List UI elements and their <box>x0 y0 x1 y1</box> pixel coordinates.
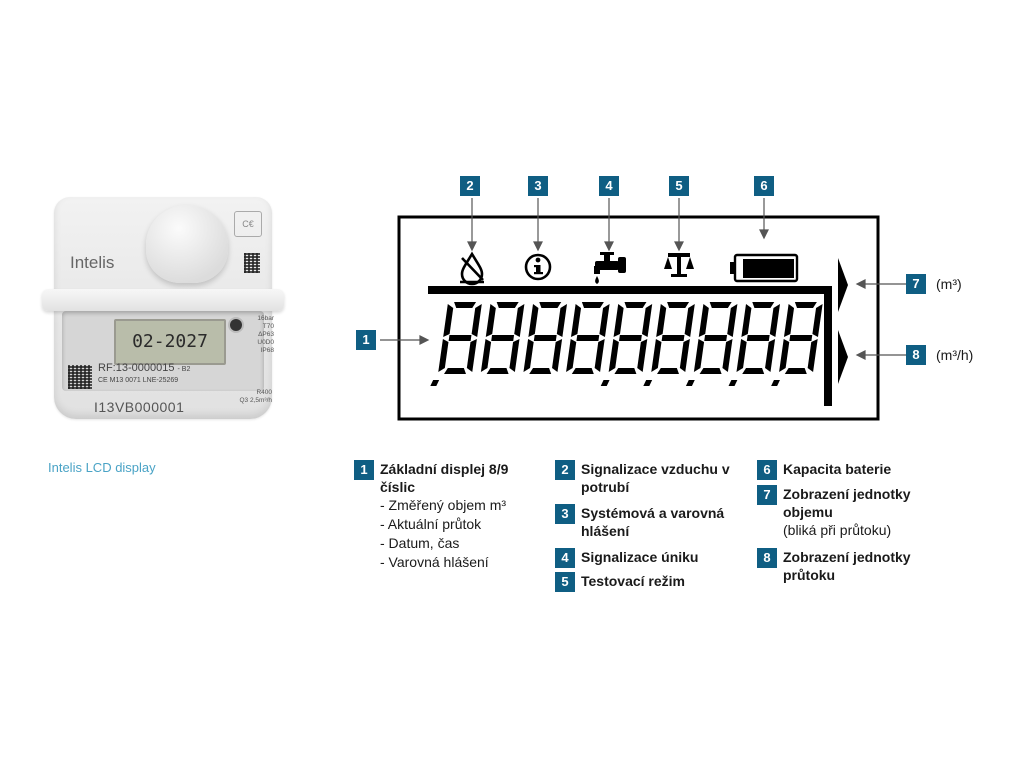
legend-title: Systémová a varovná hlášení <box>581 505 725 539</box>
legend-title: Signalizace vzduchu v potrubí <box>581 461 730 495</box>
callout-badge: 4 <box>599 176 619 196</box>
meter-lcd: 02-2027 <box>114 319 226 365</box>
legend-title: Kapacita baterie <box>783 461 892 477</box>
meter-brand: Intelis <box>70 253 115 272</box>
meter-photo: Intelis C€ 02-2027 16bar T70 ΔP63 U0D0 I… <box>42 197 284 422</box>
meter-rf: RF:13-0000015 - B2 <box>98 362 190 374</box>
qr-code-icon <box>68 365 92 389</box>
lcd-diagram <box>380 198 908 421</box>
legend-item-6: 6 Kapacita baterie <box>757 460 947 480</box>
decimal-point <box>643 380 653 386</box>
unit-flow-label: (m³/h) <box>936 347 974 363</box>
legend-sub: - Varovná hlášení <box>380 554 489 570</box>
meter-spec-bottom: R400 Q3 2,5m³/h <box>212 389 272 405</box>
legend-sub: - Aktuální průtok <box>380 516 482 532</box>
digit-segment-group <box>566 302 610 374</box>
legend-title: Zobrazení jednotky objemu <box>783 486 911 520</box>
ce-stamp-icon: C€ <box>234 211 262 237</box>
meter-serial: I13VB000001 <box>94 399 185 415</box>
decimal-point <box>685 380 695 386</box>
air-in-pipe-icon <box>460 251 484 286</box>
legend-item-3: 3 Systémová a varovná hlášení <box>555 504 745 544</box>
digit-segment-group <box>523 302 567 374</box>
rf-suffix: - B2 <box>177 366 191 373</box>
unit-volume-label: (m³) <box>936 276 962 292</box>
digit-segment-group <box>608 302 653 374</box>
spec-line: T70 <box>262 323 274 330</box>
legend-badge: 7 <box>757 485 777 505</box>
callout-badge: 2 <box>460 176 480 196</box>
spec-line: U0D0 <box>257 339 274 346</box>
digit-segment-group <box>651 302 695 374</box>
volume-unit-indicator <box>838 258 848 312</box>
callout-badge: 5 <box>669 176 689 196</box>
digit-segment-group <box>736 302 780 374</box>
battery-icon <box>730 253 799 283</box>
decimal-point <box>771 380 780 386</box>
digit-segment-group <box>480 302 525 374</box>
meter-band <box>42 289 284 311</box>
decimal-point <box>430 380 440 386</box>
digit-segment-group <box>693 302 738 374</box>
legend-badge: 3 <box>555 504 575 524</box>
decimal-point <box>728 380 738 386</box>
qr-code-icon <box>244 253 260 273</box>
spec-line: IP68 <box>260 347 274 354</box>
legend-title: Zobrazení jednotky průtoku <box>783 549 911 583</box>
leak-tap-icon <box>594 252 626 284</box>
callout-badge: 3 <box>528 176 548 196</box>
meter-specs: 16bar T70 ΔP63 U0D0 IP68 <box>244 315 274 355</box>
meter-cap <box>146 205 228 283</box>
callout-badge: 8 <box>906 345 926 365</box>
legend-item-7: 7 Zobrazení jednotky objemu (bliká při p… <box>757 485 947 543</box>
optical-sensor-icon <box>230 319 242 331</box>
legend-sub: - Datum, čas <box>380 535 460 551</box>
legend-badge: 1 <box>354 460 374 480</box>
spec-line: 16bar <box>257 315 274 322</box>
legend-title: Testovací režim <box>581 573 686 589</box>
legend-badge: 2 <box>555 460 575 480</box>
seven-segment-digits <box>430 302 823 386</box>
legend-item-4: 4 Signalizace úniku <box>555 548 745 568</box>
legend-title: Základní displej 8/9 číslic <box>380 461 509 495</box>
callout-badge: 7 <box>906 274 926 294</box>
decimal-point <box>600 380 610 386</box>
spec-line: R400 <box>256 389 272 396</box>
digit-segment-group <box>438 302 482 374</box>
callout-badge: 6 <box>754 176 774 196</box>
meter-ce-line: CE M13 0071 LNE-25269 <box>98 377 179 384</box>
legend-note: (bliká při průtoku) <box>783 522 892 538</box>
legend-sub: - Změřený objem m³ <box>380 497 507 513</box>
photo-caption: Intelis LCD display <box>48 460 156 475</box>
scale-test-icon <box>664 253 694 277</box>
rf-text: RF:13-0000015 <box>98 362 175 374</box>
legend-title: Signalizace úniku <box>581 549 699 565</box>
legend-item-8: 8 Zobrazení jednotky průtoku <box>757 548 947 588</box>
legend-badge: 4 <box>555 548 575 568</box>
spec-line: ΔP63 <box>258 331 274 338</box>
flow-unit-indicator <box>838 330 848 384</box>
legend-badge: 6 <box>757 460 777 480</box>
digit-segment-group <box>779 302 823 374</box>
legend-item-5: 5 Testovací režim <box>555 572 745 592</box>
legend-badge: 5 <box>555 572 575 592</box>
spec-line: Q3 2,5m³/h <box>239 397 272 404</box>
info-icon <box>524 253 552 281</box>
legend-badge: 8 <box>757 548 777 568</box>
legend-item-1: 1 Základní displej 8/9 číslic - Změřený … <box>354 460 544 590</box>
callout-badge: 1 <box>356 330 376 350</box>
legend-item-2: 2 Signalizace vzduchu v potrubí <box>555 460 745 500</box>
